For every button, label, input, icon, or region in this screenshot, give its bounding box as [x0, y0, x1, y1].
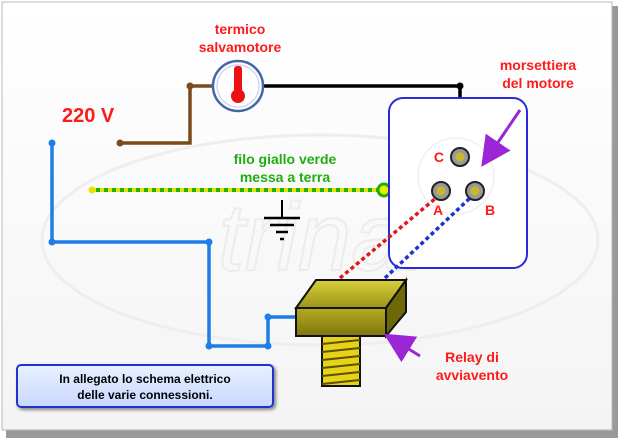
thermometer-icon — [234, 66, 242, 92]
blue-wire-joint-1 — [48, 238, 56, 246]
arrow-to-relay — [383, 333, 421, 363]
terminal-c-label: C — [434, 149, 444, 165]
blue-wire-joint-5 — [264, 313, 272, 321]
blue-wire-joint-2 — [205, 238, 213, 246]
thermal-switch-label-2: salvamotore — [199, 39, 282, 55]
note-box: In allegato lo schema elettrico delle va… — [16, 364, 274, 408]
ground-symbol — [264, 200, 300, 241]
note-line-1: In allegato lo schema elettrico — [59, 372, 231, 386]
note-line-2: delle varie connessioni. — [77, 388, 213, 402]
terminal-b-label: B — [485, 202, 495, 218]
earth-wire-label-1: filo giallo verde — [234, 151, 337, 167]
terminal-b — [465, 181, 485, 201]
terminal-block-label-2: del motore — [502, 75, 574, 91]
terminal-block-label-1: morsettiera — [500, 57, 576, 73]
arrow-to-terminal-block — [481, 109, 522, 167]
blue-wire-joint-4 — [264, 342, 272, 350]
brown-wire-end — [116, 139, 124, 147]
thermal-switch-label-1: termico — [215, 21, 266, 37]
blue-wire-joint-3 — [205, 342, 213, 350]
earth-wire-label-2: messa a terra — [240, 169, 331, 185]
terminal-c — [450, 147, 470, 167]
brown-wire — [120, 84, 212, 145]
blue-wire-end — [48, 139, 56, 147]
watermark-ellipse — [40, 133, 600, 347]
relay — [294, 276, 408, 387]
brown-wire-joint — [186, 82, 194, 90]
thermal-switch — [211, 59, 265, 113]
relay-label-1: Relay di — [445, 349, 499, 365]
relay-wire-blue — [383, 196, 472, 280]
terminal-a-label: A — [433, 202, 443, 218]
relay-label-2: avviavento — [436, 367, 508, 383]
earth-wire-end — [88, 186, 96, 194]
terminal-a — [431, 181, 451, 201]
voltage-label: 220 V — [62, 105, 115, 127]
relay-coil — [321, 335, 361, 387]
black-wire-joint — [456, 82, 464, 90]
